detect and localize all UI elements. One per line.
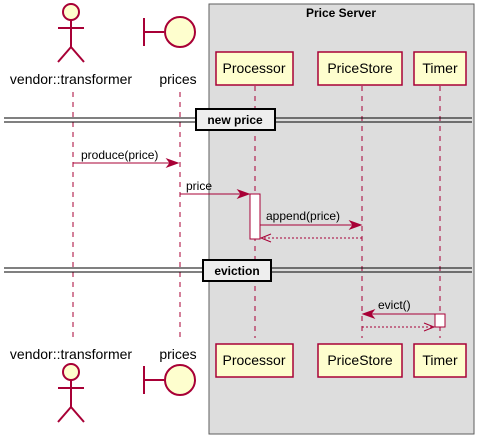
divider-eviction: eviction (4, 259, 472, 282)
participant-pricestore-label-bottom: PriceStore (327, 352, 393, 368)
participant-timer-label-bottom: Timer (422, 352, 458, 368)
activation-timer (434, 313, 446, 328)
divider-eviction-label: eviction (214, 264, 259, 278)
participant-prices-label-bottom: prices (159, 346, 196, 362)
message-return-timer (362, 322, 436, 332)
boundary-icon-bottom (143, 364, 196, 396)
participant-timer-foot: Timer (413, 343, 467, 378)
message-price-label: price (186, 179, 212, 193)
participant-timer-head: Timer (413, 51, 467, 86)
actor-icon (57, 3, 85, 63)
activations (249, 193, 446, 328)
participant-processor-label: Processor (222, 60, 285, 76)
message-append (260, 219, 363, 231)
message-price (180, 188, 251, 200)
participant-pricestore-head: PriceStore (317, 51, 403, 86)
participant-pricestore-label: PriceStore (327, 60, 393, 76)
activation-processor (249, 193, 261, 240)
divider-new-price-label: new price (207, 113, 263, 127)
participant-timer-label: Timer (422, 60, 458, 76)
message-append-label: append(price) (266, 209, 340, 223)
participant-processor-head: Processor (215, 51, 294, 86)
message-produce (73, 157, 180, 169)
message-labels: produce(price) price append(price) evict… (81, 148, 411, 312)
message-evict (361, 308, 435, 320)
message-evict-label: evict() (378, 298, 411, 312)
actor-icon-bottom (57, 363, 85, 423)
participant-pricestore-foot: PriceStore (317, 343, 403, 378)
message-produce-label: produce(price) (81, 148, 158, 162)
participant-processor-label-bottom: Processor (222, 352, 285, 368)
divider-new-price: new price (4, 108, 472, 131)
participants-bottom: vendor::transformer prices Processor Pri… (10, 343, 467, 423)
messages (73, 157, 436, 332)
participants-top: vendor::transformer prices Processor Pri… (10, 3, 467, 87)
participant-processor-foot: Processor (215, 343, 294, 378)
boundary-icon (143, 16, 196, 48)
participant-transformer-label: vendor::transformer (10, 71, 132, 87)
box-title: Price Server (306, 6, 376, 20)
message-return-processor (259, 233, 362, 243)
participant-prices-label: prices (159, 71, 196, 87)
participant-transformer-label-bottom: vendor::transformer (10, 346, 132, 362)
